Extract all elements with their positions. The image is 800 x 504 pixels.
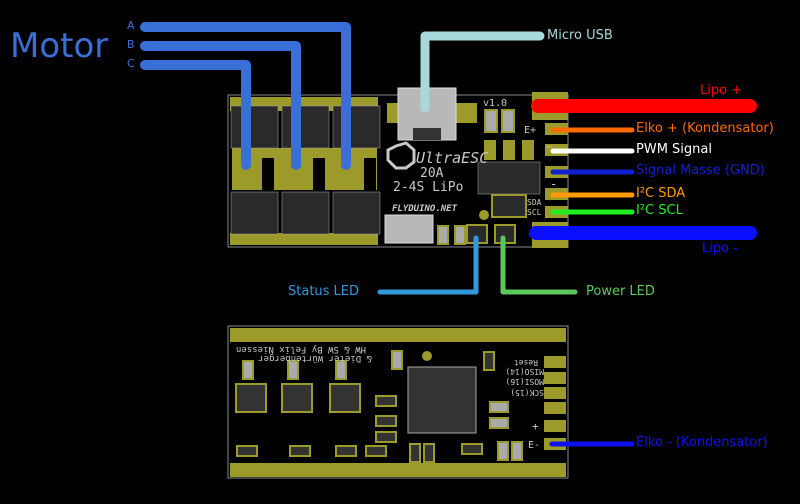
pin-label-mosi: MOSI(16) [505,377,544,386]
phase-b-label: B [127,38,135,51]
micro-usb-label: Micro USB [547,28,613,43]
wires [140,22,757,447]
pin-label-e-minus: E- [528,440,540,451]
mcu-chip [407,366,477,434]
pwm-signal-label: PWM Signal [636,142,712,157]
i2c-scl-label: I²C SCL [636,203,683,218]
pad-label-e-plus: E+ [524,125,536,136]
wire-status-led [377,235,479,295]
credit-line-2: & Dieter Würtenberger [258,353,372,363]
lipo-plus-label: Lipo + [700,83,743,98]
pin-label-reset: Reset [514,358,538,367]
bottom-pcb: HW & SW By Felix Niessen & Dieter Würten… [227,325,569,479]
ultraesc-logo-icon [386,141,416,170]
pin-label-sck: SCK(15) [510,388,544,397]
i2c-sda-label: I²C SDA [636,186,686,201]
pin-label-miso: MISO(14) [505,367,544,376]
pad-label-sda: SDA [527,198,542,207]
pad-label-minus: - [550,177,557,191]
credit-line-1: HW & SW By Felix Niessen [236,344,366,354]
board-cells: 2-4S LiPo [393,180,463,195]
board-brand: FLYDUINO.NET [392,204,458,214]
pad-label-signal: ~ [546,142,552,153]
elko-minus-label: Elko - (Kondensator) [636,435,768,450]
wire-motor-b [140,41,301,170]
wire-motor-c [140,60,251,170]
pad-label-scl: SCL [527,208,542,217]
pin-label-plus: + [532,420,539,433]
motor-title: Motor [10,26,109,66]
board-rating: 20A [420,166,444,181]
voltage-regulator [477,140,541,220]
power-led-label: Power LED [586,284,655,299]
board-name: UltraESC [416,149,488,167]
board-version: v1.0 [483,98,507,109]
elko-plus-label: Elko + (Kondensator) [636,121,774,136]
mosfets-bottom [230,191,381,235]
status-led-label: Status LED [288,284,360,299]
lipo-minus-label: Lipo - [702,241,738,256]
wire-micro-usb [420,31,545,113]
signal-gnd-label: Signal Masse (GND) [636,163,765,178]
top-pcb: UltraESC 20A 2-4S LiPo FLYDUINO.NET v1.0… [227,87,569,248]
phase-c-label: C [127,57,135,70]
wire-power-led [500,235,578,295]
wire-motor-a [140,22,351,170]
phase-a-label: A [127,19,135,32]
mosfets-top [230,105,381,149]
